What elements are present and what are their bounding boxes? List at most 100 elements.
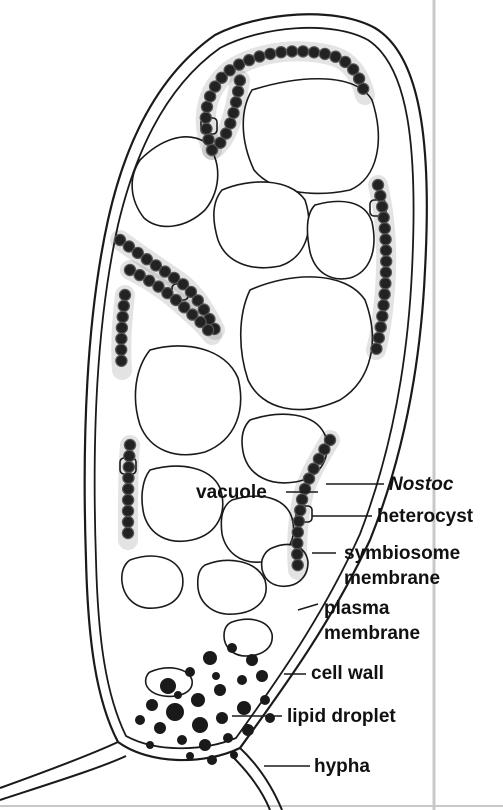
- nostoc-cell: [124, 450, 135, 461]
- label-hypha: hypha: [314, 756, 370, 778]
- lipid-droplet: [185, 667, 195, 677]
- lipid-droplet: [166, 703, 184, 721]
- nostoc-cell: [123, 472, 134, 483]
- nostoc-cell: [123, 461, 134, 472]
- nostoc-cell: [381, 256, 392, 267]
- nostoc-cell: [124, 439, 135, 450]
- nostoc-cell: [377, 201, 388, 212]
- nostoc-cell: [299, 483, 310, 494]
- nostoc-cell: [373, 332, 384, 343]
- label-cell-wall: cell wall: [311, 663, 384, 685]
- nostoc-cell: [203, 324, 214, 335]
- nostoc-cell: [292, 549, 303, 560]
- label-plasma-line2: membrane: [324, 623, 420, 645]
- lipid-droplet: [160, 678, 176, 694]
- lipid-droplet: [214, 684, 226, 696]
- lipid-droplet: [146, 741, 154, 749]
- nostoc-cell: [116, 333, 127, 344]
- lipid-droplet: [230, 751, 238, 759]
- lipid-droplet: [192, 717, 208, 733]
- nostoc-cell: [119, 289, 130, 300]
- vacuole: [198, 560, 266, 614]
- nostoc-cell: [122, 505, 133, 516]
- lipid-droplet: [203, 651, 217, 665]
- lipid-droplet: [237, 675, 247, 685]
- nostoc-cell: [358, 83, 369, 94]
- nostoc-cell: [319, 48, 330, 59]
- nostoc-cell: [122, 527, 133, 538]
- label-symbiosome-line2: membrane: [344, 568, 440, 590]
- nostoc-cell: [286, 46, 297, 57]
- lipid-droplet: [177, 735, 187, 745]
- nostoc-cell: [201, 101, 212, 112]
- label-lipid-droplet: lipid droplet: [287, 706, 396, 728]
- nostoc-cell: [123, 483, 134, 494]
- label-vacuole: vacuole: [196, 482, 267, 504]
- nostoc-cell: [354, 73, 365, 84]
- nostoc-cell: [292, 527, 303, 538]
- nostoc-cell: [122, 516, 133, 527]
- label-plasma-line1: plasma: [324, 598, 389, 620]
- nostoc-cell: [303, 473, 314, 484]
- nostoc-cell: [254, 51, 265, 62]
- lipid-droplet: [186, 752, 194, 760]
- lipid-droplet: [212, 672, 220, 680]
- nostoc-cell: [292, 538, 303, 549]
- lipid-droplet: [242, 724, 254, 736]
- nostoc-cell: [116, 355, 127, 366]
- label-heterocyst: heterocyst: [377, 506, 473, 528]
- nostoc-cell: [371, 343, 382, 354]
- nostoc-cell: [380, 234, 391, 245]
- label-symbiosome-line1: symbiosome: [344, 543, 460, 565]
- nostoc-cell: [244, 55, 255, 66]
- nostoc-cell: [234, 75, 245, 86]
- nostoc-cell: [372, 179, 383, 190]
- nostoc-cell: [201, 123, 212, 134]
- nostoc-cell: [116, 344, 127, 355]
- nostoc-cell: [265, 48, 276, 59]
- nostoc-cell: [118, 300, 129, 311]
- vacuole: [214, 182, 309, 268]
- nostoc-cell: [297, 494, 308, 505]
- lipid-droplet: [216, 712, 228, 724]
- nostoc-cell: [116, 322, 127, 333]
- nostoc-cell: [200, 112, 211, 123]
- lipid-droplet: [223, 733, 233, 743]
- nostoc-cell: [375, 322, 386, 333]
- lipid-droplet: [246, 654, 258, 666]
- lipid-droplet: [265, 713, 275, 723]
- nostoc-cell: [233, 86, 244, 97]
- vacuole: [307, 201, 374, 278]
- nostoc-cell: [380, 245, 391, 256]
- nostoc-cell: [295, 505, 306, 516]
- nostoc-cell: [276, 47, 287, 58]
- nostoc-cell: [378, 212, 389, 223]
- nostoc-cell: [117, 311, 128, 322]
- vacuole: [122, 556, 183, 608]
- vacuole: [241, 277, 373, 410]
- label-nostoc: Nostoc: [389, 474, 453, 496]
- nostoc-cell: [293, 516, 304, 527]
- lipid-droplet: [207, 755, 217, 765]
- nostoc-cell: [230, 97, 241, 108]
- nostoc-cell: [377, 311, 388, 322]
- lipid-droplet: [199, 739, 211, 751]
- nostoc-cell: [228, 107, 239, 118]
- lipid-droplet: [191, 693, 205, 707]
- lipid-droplet: [260, 695, 270, 705]
- lipid-droplet: [146, 699, 158, 711]
- lipid-droplet: [154, 722, 166, 734]
- nostoc-cell: [225, 118, 236, 129]
- nostoc-cell: [380, 267, 391, 278]
- nostoc-cell: [378, 300, 389, 311]
- vacuole: [135, 346, 240, 455]
- nostoc-cell: [379, 223, 390, 234]
- nostoc-cell: [292, 560, 303, 571]
- lipid-droplet: [227, 643, 237, 653]
- lipid-droplet: [256, 670, 268, 682]
- lipid-droplet: [237, 701, 251, 715]
- nostoc-cell: [297, 46, 308, 57]
- nostoc-cell: [308, 47, 319, 58]
- nostoc-cell: [375, 190, 386, 201]
